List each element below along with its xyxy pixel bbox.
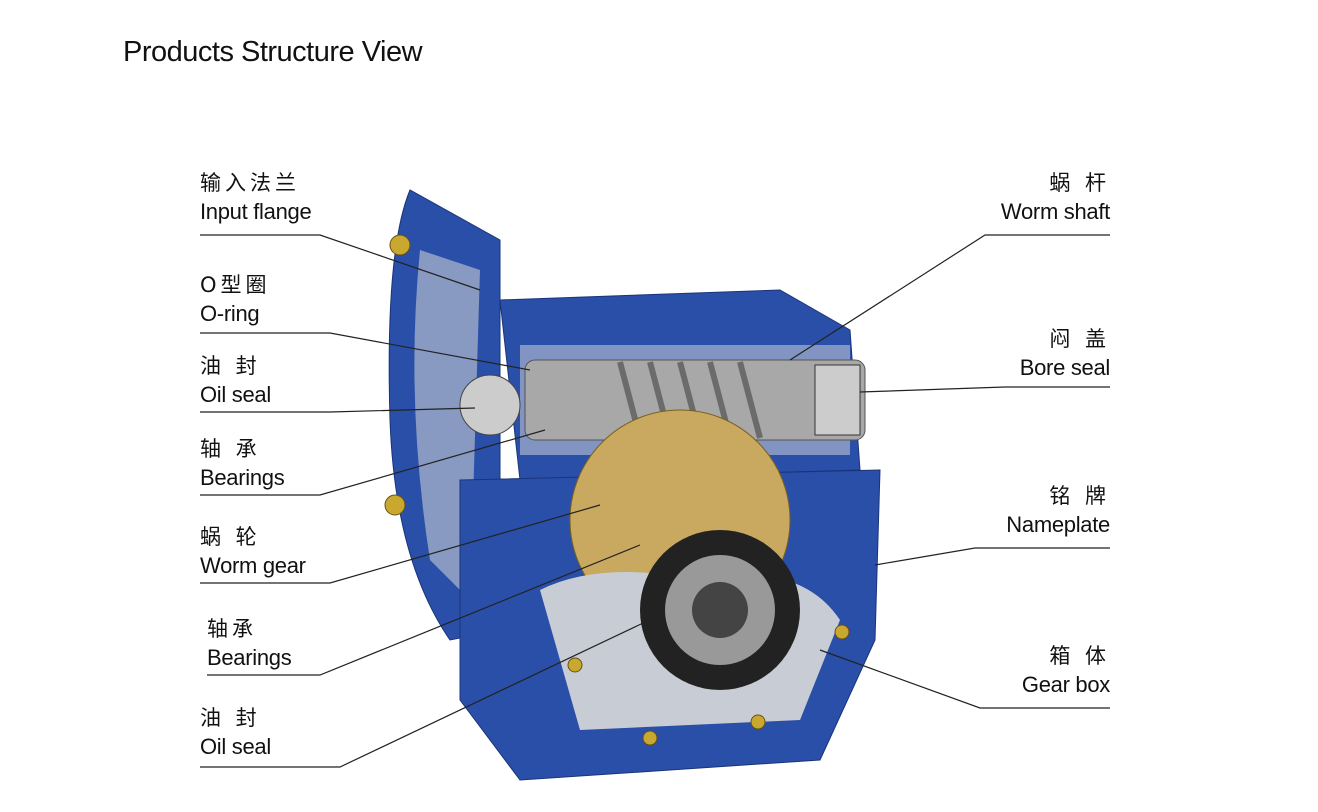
page-title: Products Structure View	[123, 36, 423, 68]
